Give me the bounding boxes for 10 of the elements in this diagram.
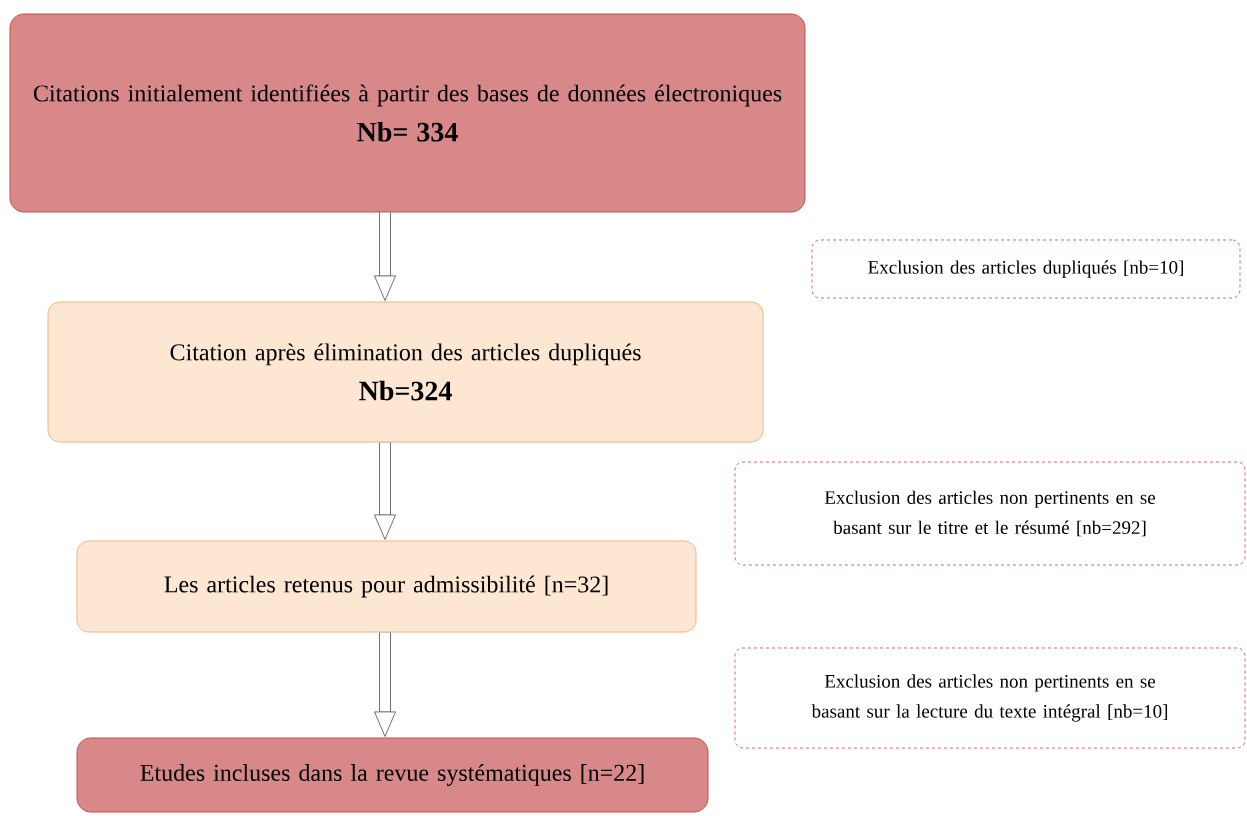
process-box: Etudes incluses dans la revue systématiques [n=22] (76, 737, 709, 813)
process-box: Citations initialement identifiées à partir des bases de données électroniques Nb= 334 (9, 13, 806, 213)
exclusion-box: Exclusion des articles non pertinents en se basant sur la lecture du texte intégral [nb=10] (734, 647, 1246, 749)
process-box: Les articles retenus pour admissibilité [n=32] (76, 540, 697, 633)
exclusion-box: Exclusion des articles non pertinents en se basant sur le titre et le résumé [nb=292] (734, 461, 1246, 566)
exclusion-box: Exclusion des articles dupliqués [nb=10] (811, 239, 1241, 299)
block-arrow (374, 212, 396, 301)
block-arrow (374, 442, 396, 540)
process-box: Citation après élimination des articles dupliqués Nb=324 (47, 301, 764, 443)
block-arrow (374, 632, 396, 737)
